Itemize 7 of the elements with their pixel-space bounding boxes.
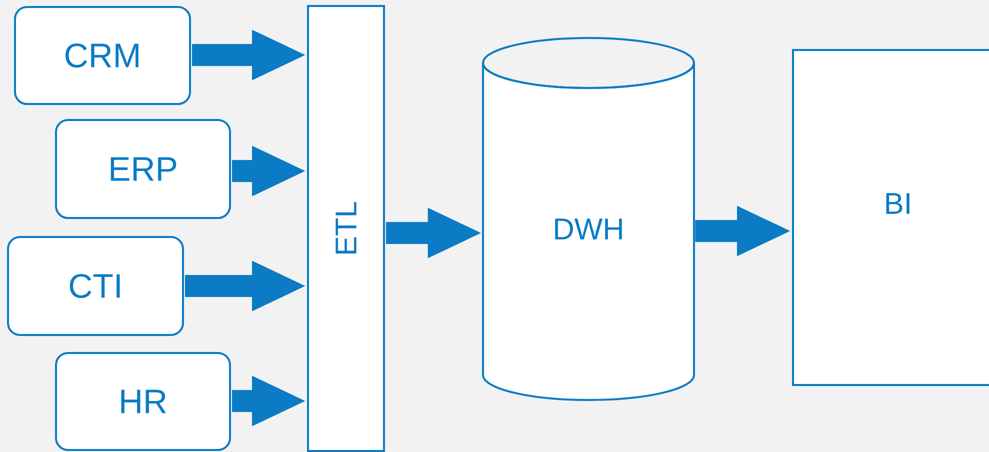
bi-box: BI [792, 49, 989, 386]
source-box: ERP [55, 119, 231, 219]
source-box: HR [55, 352, 231, 451]
source-box: CTI [7, 236, 184, 336]
cylinder: DWH [482, 37, 695, 401]
etl-bar: ETL [307, 5, 385, 452]
source-box: CRM [14, 6, 191, 105]
